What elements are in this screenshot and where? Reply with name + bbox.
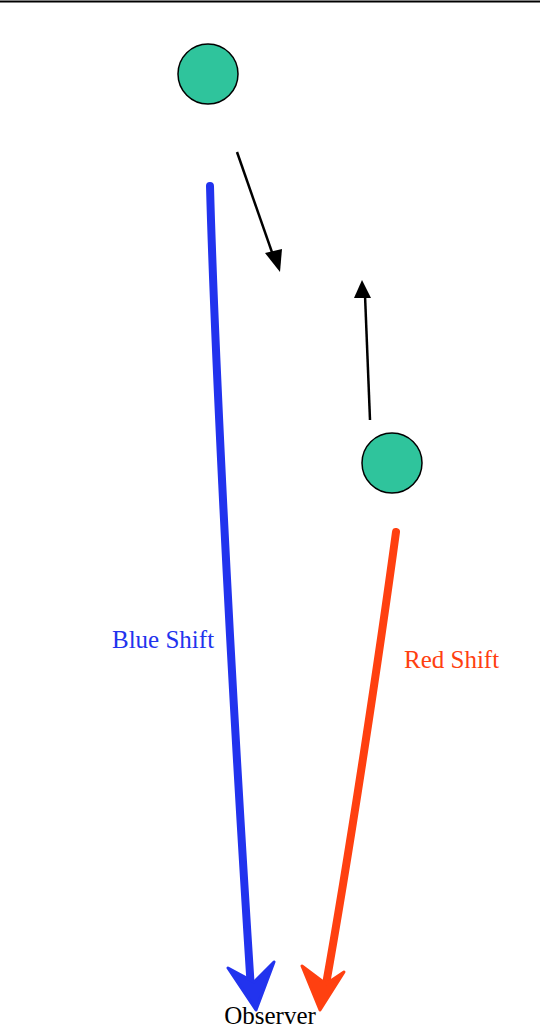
motion-arrow	[237, 152, 274, 258]
shift-label: Blue Shift	[112, 626, 214, 654]
motion-arrowhead	[265, 249, 282, 272]
star	[362, 433, 422, 493]
motion-arrow	[365, 295, 370, 420]
motion-arrowhead	[354, 280, 371, 298]
blue-shift-ray	[210, 186, 251, 990]
top-rule	[0, 1, 540, 3]
shift-label: Red Shift	[404, 646, 499, 674]
star	[178, 44, 238, 104]
red-shift-ray	[325, 532, 396, 990]
observer-label: Observer	[224, 1002, 316, 1030]
